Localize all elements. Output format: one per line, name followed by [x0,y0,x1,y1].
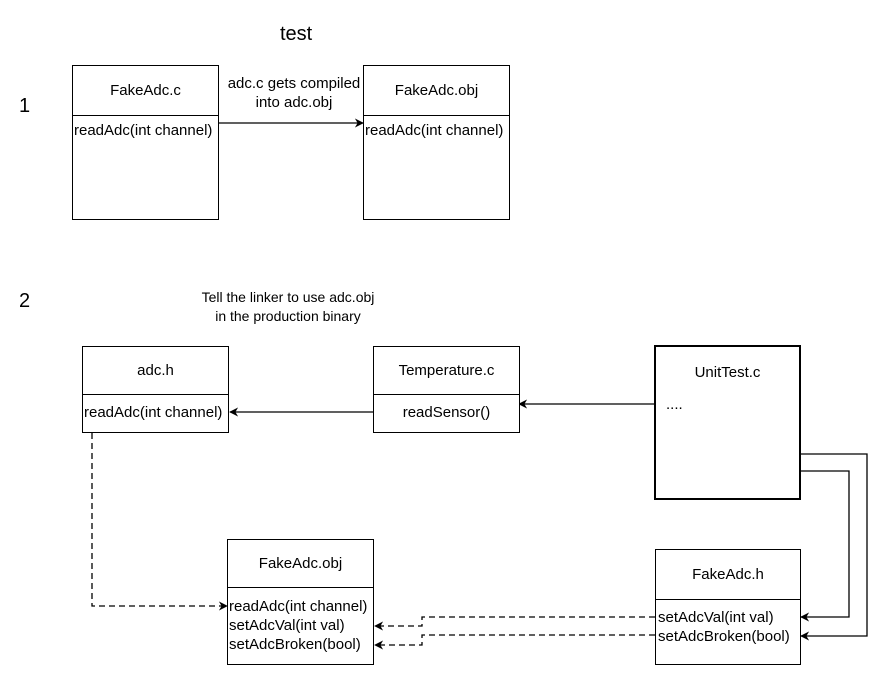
diagram-title: test [280,23,313,45]
linker-note: Tell the linker to use adc.obj in the pr… [201,289,375,324]
box-title: FakeAdc.c [73,66,218,116]
member-readadc: readAdc(int channel) [365,122,504,139]
box-members: readAdc(int channel) [83,395,228,422]
member-setadcval: setAdcVal(int val) [658,609,774,626]
member-readadc: readAdc(int channel) [229,598,368,615]
member-readadc: readAdc(int channel) [74,122,213,139]
box-members: readAdc(int channel) [73,116,218,140]
fakeadc-obj-top-box: FakeAdc.obj readAdc(int channel) [363,65,510,220]
section-2-number: 2 [19,290,31,312]
temperature-c-box: Temperature.c readSensor() [373,346,520,433]
compile-note: adc.c gets compiled into adc.obj [227,75,361,111]
setadcbroken-link [374,634,655,650]
member-readsensor: readSensor() [402,404,491,421]
unittest-to-setadcbroken-arrow [800,453,868,641]
box-title: FakeAdc.obj [228,540,373,588]
unittest-c-box: UnitTest.c .... [654,345,801,500]
unittest-to-setadcval-arrow [800,470,850,622]
box-members: readSensor() [374,395,519,422]
fakeadc-h-box: FakeAdc.h setAdcVal(int val) setAdcBroke… [655,549,801,665]
fakeadc-c-box: FakeAdc.c readAdc(int channel) [72,65,219,220]
box-title: UnitTest.c [694,364,761,381]
member-setadcbroken: setAdcBroken(bool) [229,636,361,653]
box-members: setAdcVal(int val) setAdcBroken(bool) [656,600,800,646]
fakeadc-obj-box: FakeAdc.obj readAdc(int channel) setAdcV… [227,539,374,665]
box-title: FakeAdc.h [656,550,800,600]
setadcval-link [374,616,655,631]
member-ellipsis: .... [666,396,683,413]
member-setadcbroken: setAdcBroken(bool) [658,628,790,645]
adc-h-box: adc.h readAdc(int channel) [82,346,229,433]
section-1-number: 1 [19,95,31,117]
member-setadcval: setAdcVal(int val) [229,617,345,634]
box-members: readAdc(int channel) setAdcVal(int val) … [228,588,373,654]
box-title: FakeAdc.obj [364,66,509,116]
adc-h-to-fakeadc-obj-link [91,433,228,611]
member-readadc: readAdc(int channel) [84,404,223,421]
box-title: Temperature.c [374,347,519,395]
box-members: readAdc(int channel) [364,116,509,140]
box-title: adc.h [83,347,228,395]
